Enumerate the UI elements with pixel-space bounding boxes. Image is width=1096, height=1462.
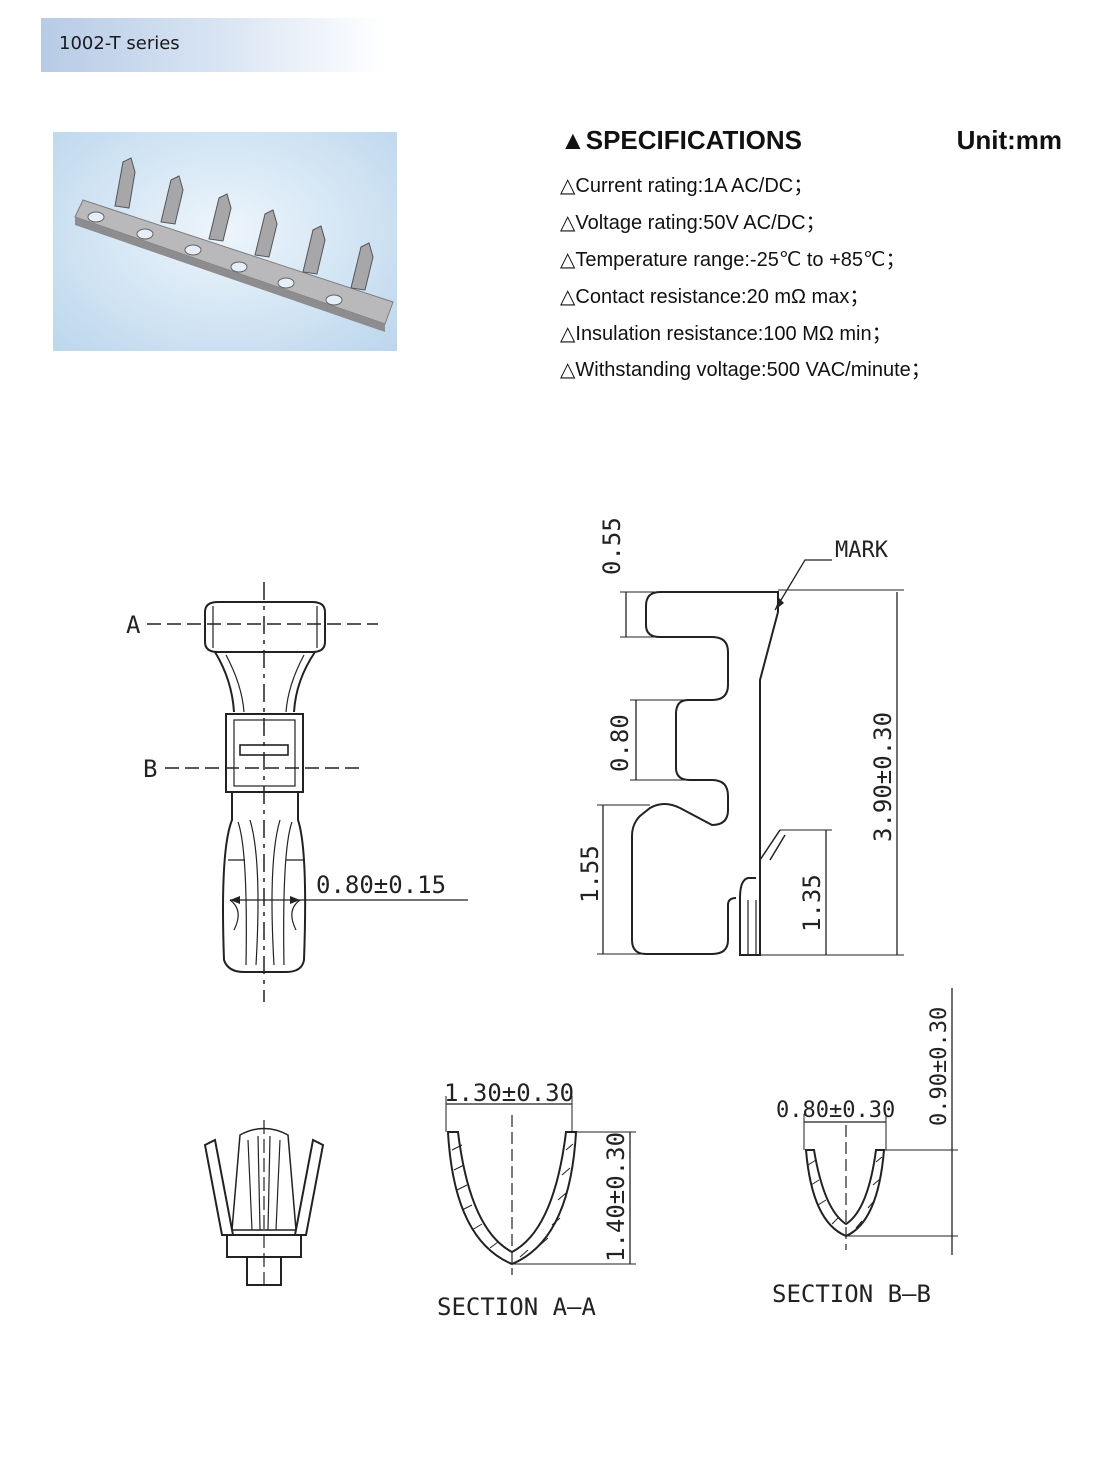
side-dim-right-lower: 1.35 xyxy=(798,874,826,932)
series-header-bar: 1002-T series xyxy=(41,18,386,72)
specifications-title: ▲SPECIFICATIONS xyxy=(560,125,802,155)
spec-current-rating: △Current rating:1A AC/DC； xyxy=(560,175,814,197)
front-width-dim: 0.80±0.15 xyxy=(316,871,446,899)
spec-voltage-rating: △Voltage rating:50V AC/DC； xyxy=(560,212,826,234)
front-view xyxy=(147,582,468,1002)
section-bb-width-dim: 0.80±0.30 xyxy=(776,1098,895,1123)
spec-contact-resistance: △Contact resistance:20 mΩ max； xyxy=(560,286,870,308)
side-view xyxy=(597,559,904,956)
unit-label: Unit:mm xyxy=(956,125,1062,155)
end-view xyxy=(203,1120,325,1290)
section-bb-label: SECTION B–B xyxy=(772,1280,931,1308)
side-dim-mid: 0.80 xyxy=(606,714,634,772)
mark-label: MARK xyxy=(835,538,889,563)
spec-insulation-resistance: △Insulation resistance:100 MΩ min； xyxy=(560,323,892,345)
section-bb-height-dim: 0.90±0.30 xyxy=(927,1007,952,1126)
section-bb xyxy=(803,988,958,1255)
section-aa xyxy=(445,1096,636,1275)
spec-withstanding-voltage: △Withstanding voltage:500 VAC/minute； xyxy=(560,359,931,381)
label-b: B xyxy=(143,755,157,783)
terminal-strip-image xyxy=(74,157,394,332)
product-photo xyxy=(53,132,397,351)
side-dim-top: 0.55 xyxy=(598,517,626,575)
side-dim-total: 3.90±0.30 xyxy=(869,712,897,842)
series-title: 1002-T series xyxy=(59,33,180,54)
section-aa-height-dim: 1.40±0.30 xyxy=(602,1132,630,1262)
side-dim-lower: 1.55 xyxy=(576,845,604,903)
section-aa-width-dim: 1.30±0.30 xyxy=(444,1079,574,1107)
label-a: A xyxy=(126,611,141,639)
section-aa-label: SECTION A–A xyxy=(437,1293,596,1321)
spec-temperature-range: △Temperature range:-25℃ to +85℃； xyxy=(560,249,906,271)
